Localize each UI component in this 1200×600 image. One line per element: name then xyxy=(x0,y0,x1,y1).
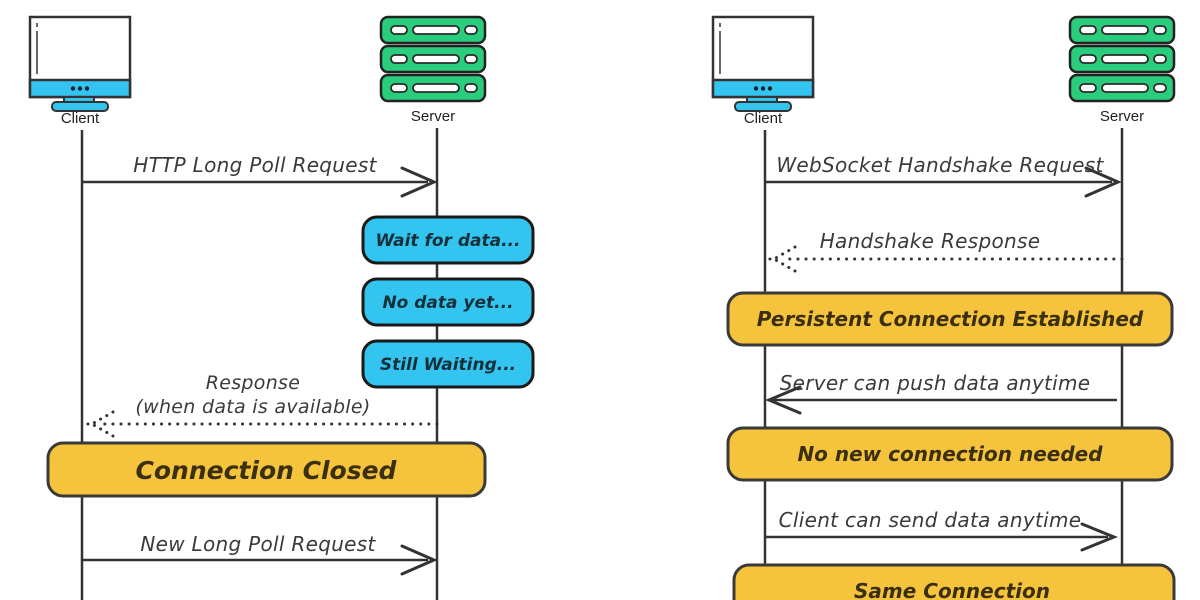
handshake-response-label: Handshake Response xyxy=(820,229,1041,253)
client-monitor-icon xyxy=(711,15,815,112)
response-label-line1: Response xyxy=(206,372,301,394)
arrowhead-left-dotted-icon xyxy=(85,410,115,438)
connection-closed-band xyxy=(46,441,487,498)
note-no-data-yet xyxy=(361,277,535,327)
server-stack-icon xyxy=(379,15,487,103)
monitor-stand-base xyxy=(734,101,792,112)
persistent-connection-label: Persistent Connection Established xyxy=(757,307,1144,331)
response-label-line2: (when data is available) xyxy=(135,396,370,418)
connection-closed-label: Connection Closed xyxy=(136,456,398,485)
monitor-stand-base xyxy=(51,101,109,112)
handshake-request-label: WebSocket Handshake Request xyxy=(776,153,1104,177)
arrowhead-left-dotted-icon xyxy=(767,245,797,273)
long-poll-request-label: HTTP Long Poll Request xyxy=(133,153,377,177)
arrowhead-right-icon xyxy=(1080,522,1118,552)
arrowhead-right-icon xyxy=(1084,166,1122,198)
server-slots xyxy=(390,25,478,93)
server-label: Server xyxy=(411,108,455,125)
note-still-waiting-label: Still Waiting... xyxy=(380,355,516,375)
same-connection-label: Same Connection xyxy=(854,579,1050,600)
monitor-dot xyxy=(77,86,83,91)
arrowhead-right-icon xyxy=(400,166,438,198)
monitor-dot xyxy=(767,86,773,91)
client-send-label: Client can send data anytime xyxy=(779,508,1082,532)
server-label: Server xyxy=(1100,108,1144,125)
server-stack-icon xyxy=(1068,15,1176,103)
no-new-connection-label: No new connection needed xyxy=(797,442,1103,466)
server-slots xyxy=(1079,25,1167,93)
new-long-poll-request-label: New Long Poll Request xyxy=(140,532,376,556)
note-no-data-yet-label: No data yet... xyxy=(382,293,513,313)
server-push-label: Server can push data anytime xyxy=(780,371,1091,395)
monitor-dot xyxy=(760,86,766,91)
client-label: Client xyxy=(744,110,783,127)
monitor-dot xyxy=(70,86,76,91)
arrowhead-left-icon xyxy=(765,385,802,415)
long-polling-diagram: Client Server HTTP Long Poll Request Wai… xyxy=(28,15,535,600)
persistent-connection-band xyxy=(726,291,1174,347)
arrowhead-right-icon xyxy=(400,544,438,576)
client-label: Client xyxy=(61,110,100,127)
client-monitor-icon xyxy=(28,15,132,112)
same-connection-band xyxy=(732,563,1176,600)
no-new-connection-band xyxy=(726,426,1174,482)
note-still-waiting xyxy=(361,339,535,389)
monitor-dot xyxy=(84,86,90,91)
note-wait-for-data-label: Wait for data... xyxy=(376,231,521,251)
websocket-diagram: Client Server WebSocket Handshake Reques… xyxy=(711,15,1176,600)
monitor-dot xyxy=(753,86,759,91)
note-wait-for-data xyxy=(361,215,535,265)
